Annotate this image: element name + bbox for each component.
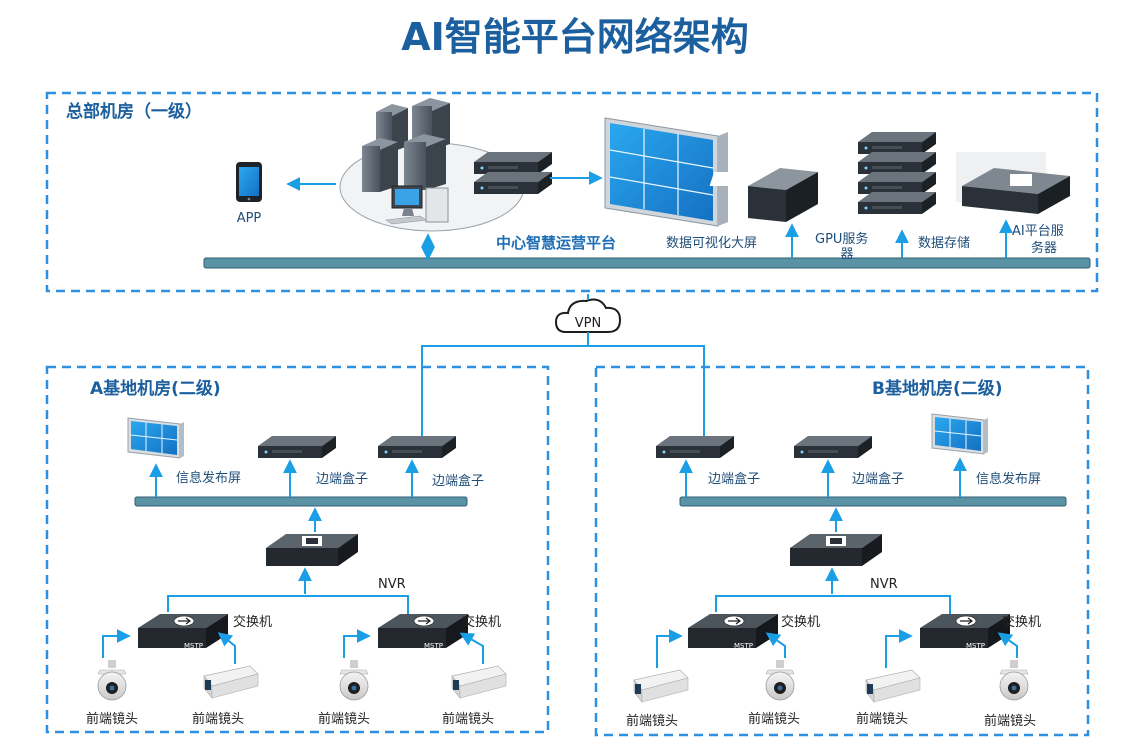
site-a-edge-box-2-icon bbox=[378, 436, 456, 458]
site-b-bullet-camera-1-icon bbox=[633, 669, 689, 703]
vpn-cloud-icon bbox=[554, 298, 622, 333]
site-b-zone-label: B基地机房(二级) bbox=[872, 378, 1003, 399]
site-b-camera-1-label: 前端镜头 bbox=[626, 713, 678, 729]
gpu-server-icon bbox=[858, 132, 936, 214]
site-a-nvr-icon bbox=[266, 534, 358, 566]
site-a-cam-4-link bbox=[459, 632, 484, 664]
site-b-nvr-label: NVR bbox=[870, 577, 898, 592]
site-a-zone-label: A基地机房(二级) bbox=[90, 378, 221, 399]
vpn-label: VPN bbox=[575, 316, 601, 331]
site-a-edge-box-1-icon bbox=[258, 436, 336, 458]
vpn-link-b bbox=[588, 345, 705, 438]
site-b-bullet-camera-3-icon bbox=[865, 669, 921, 703]
video-wall-icon bbox=[604, 117, 728, 227]
display-server-icon bbox=[709, 168, 818, 222]
server-tower-icon bbox=[404, 134, 446, 190]
site-b-dome-camera-4-icon bbox=[999, 659, 1029, 701]
site-b-camera-4-label: 前端镜头 bbox=[984, 713, 1036, 729]
site-a-switch-trunk bbox=[167, 595, 409, 614]
site-b-dome-camera-2-icon bbox=[765, 659, 795, 701]
vpn-link-a bbox=[421, 332, 589, 438]
site-a-switch-2-tag: MSTP bbox=[424, 642, 443, 650]
site-a-camera-1-label: 前端镜头 bbox=[86, 711, 138, 727]
hq-zone-label: 总部机房（一级） bbox=[66, 101, 202, 122]
site-a-switch-1-icon bbox=[137, 613, 229, 649]
site-b-switch-2-icon bbox=[919, 613, 1011, 649]
site-b-edge-box-2-icon bbox=[794, 436, 872, 458]
phone-app-icon bbox=[236, 162, 262, 202]
site-a-display-icon bbox=[127, 417, 185, 459]
site-b-cam-4-link bbox=[997, 632, 1018, 658]
storage-label: 数据存储 bbox=[918, 236, 970, 251]
site-a-cam-2-link bbox=[217, 632, 236, 664]
site-b-switch-1-label: 交换机 bbox=[781, 614, 820, 630]
site-a-camera-4-label: 前端镜头 bbox=[442, 711, 494, 727]
site-a-switch-2-label: 交换机 bbox=[462, 614, 501, 630]
site-b-network-bus bbox=[679, 496, 1067, 507]
site-b-switch-1-tag: MSTP bbox=[734, 642, 753, 650]
site-b-camera-2-label: 前端镜头 bbox=[748, 711, 800, 727]
site-a-switch-1-tag: MSTP bbox=[184, 642, 203, 650]
site-b-switch-2-tag: MSTP bbox=[966, 642, 985, 650]
page-title: AI智能平台网络架构 bbox=[401, 15, 749, 59]
storage-array-icon bbox=[474, 152, 552, 194]
site-a-edge-box-2-label: 边端盒子 bbox=[432, 473, 484, 489]
site-a-camera-3-label: 前端镜头 bbox=[318, 711, 370, 727]
site-b-display-icon bbox=[931, 413, 989, 455]
site-b-display-label: 信息发布屏 bbox=[976, 471, 1041, 487]
site-a-edge-box-1-label: 边端盒子 bbox=[316, 471, 368, 487]
video-wall-label: 数据可视化大屏 bbox=[666, 236, 757, 251]
site-a-dome-camera-3-icon bbox=[339, 659, 369, 701]
site-a-cam-1-link bbox=[102, 629, 131, 658]
site-a-camera-2-label: 前端镜头 bbox=[192, 711, 244, 727]
site-b-edge-box-1-label: 边端盒子 bbox=[708, 471, 760, 487]
site-a-switch-1-label: 交换机 bbox=[233, 614, 272, 630]
site-a-zone-border bbox=[45, 365, 550, 734]
site-a-cam-3-link bbox=[343, 629, 371, 658]
gpu-label-2: 器 bbox=[840, 247, 853, 262]
server-tower-icon bbox=[362, 138, 398, 192]
ai-server-label: AI平台服 bbox=[1012, 224, 1064, 239]
site-b-switch-2-label: 交换机 bbox=[1002, 614, 1041, 630]
site-b-zone-border bbox=[594, 365, 1090, 737]
site-b-switch-trunk bbox=[715, 595, 951, 614]
site-b-cam-1-link bbox=[656, 629, 683, 668]
ai-server-label-2: 务器 bbox=[1031, 240, 1057, 256]
site-a-network-bus bbox=[134, 496, 468, 507]
site-b-switch-1-icon bbox=[687, 613, 779, 649]
site-a-switch-2-icon bbox=[377, 613, 469, 649]
site-a-nvr-label: NVR bbox=[378, 577, 406, 592]
hq-network-bus bbox=[203, 257, 1091, 269]
app-label: APP bbox=[237, 211, 262, 226]
site-b-cam-2-link bbox=[765, 632, 786, 658]
hq-zone-border bbox=[45, 91, 1099, 293]
platform-label: 中心智慧运营平台 bbox=[496, 234, 616, 252]
site-b-edge-box-1-icon bbox=[656, 436, 734, 458]
site-b-nvr-icon bbox=[790, 534, 882, 566]
site-a-display-label: 信息发布屏 bbox=[176, 470, 241, 486]
site-a-bullet-camera-2-icon bbox=[203, 665, 259, 699]
site-b-cam-3-link bbox=[885, 629, 913, 668]
site-b-edge-box-2-label: 边端盒子 bbox=[852, 471, 904, 487]
site-a-dome-camera-1-icon bbox=[97, 659, 127, 701]
site-a-bullet-camera-4-icon bbox=[451, 665, 507, 699]
ai-server-icon bbox=[956, 152, 1070, 214]
gpu-label: GPU服务 bbox=[815, 231, 868, 247]
workstation-icon bbox=[385, 185, 449, 225]
site-b-camera-3-label: 前端镜头 bbox=[856, 711, 908, 727]
